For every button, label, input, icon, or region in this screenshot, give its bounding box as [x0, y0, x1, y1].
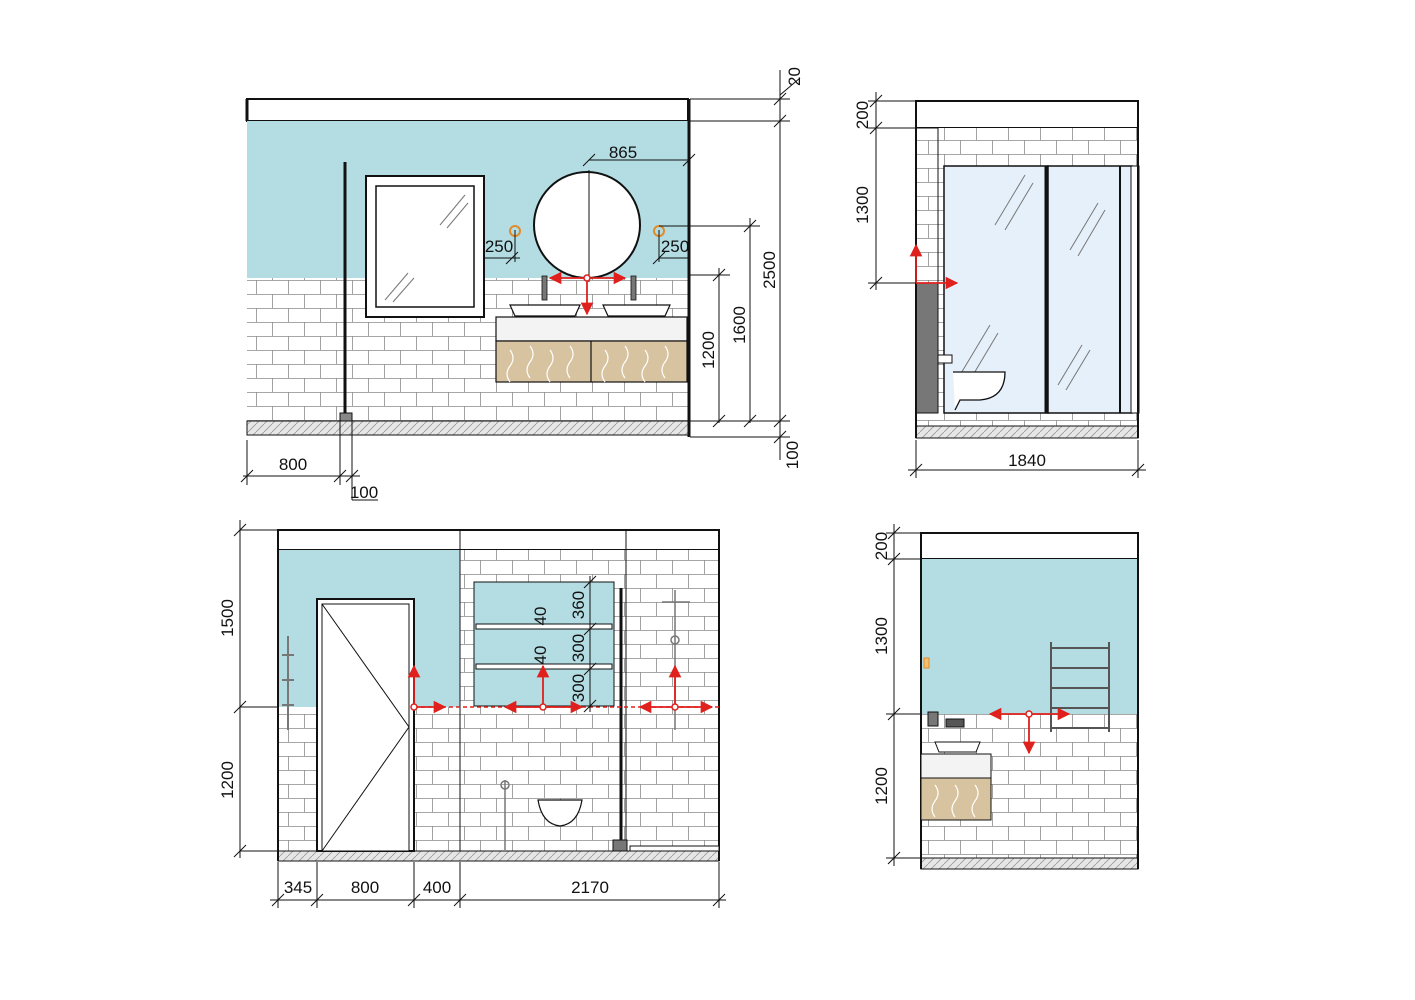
dim-seg-4: 2170 — [571, 878, 609, 897]
elevation-b: 200 1300 1840 — [853, 92, 1146, 478]
dim-shelf-low: 300 — [569, 674, 588, 702]
dim-d-ceiling: 200 — [872, 532, 891, 560]
dim-lamp-right: 250 — [661, 237, 689, 256]
dim-shower-width: 800 — [279, 455, 307, 474]
shower-drain — [339, 412, 353, 422]
dim-floor: 100 — [783, 441, 802, 469]
dim-b-glass: 1300 — [853, 186, 872, 224]
glass-right — [1047, 165, 1133, 414]
dim-c-upper: 1500 — [218, 599, 237, 637]
vanity-counter-d — [920, 753, 992, 779]
dim-shelf-top: 360 — [569, 591, 588, 619]
ceiling-band — [246, 98, 689, 122]
dim-total-height: 2500 — [760, 251, 779, 289]
floor-slab — [246, 420, 689, 436]
toilet — [953, 371, 1006, 411]
dim-b-length: 1840 — [1008, 451, 1046, 470]
dim-seg-2: 800 — [351, 878, 379, 897]
round-mirror — [533, 171, 641, 279]
dim-d-upper: 1300 — [872, 617, 891, 655]
elevation-c: 1500 1200 360 300 300 40 40 345 800 400 … — [218, 520, 726, 908]
dim-d-lower: 1200 — [872, 767, 891, 805]
basin-right — [602, 304, 671, 317]
door — [316, 598, 415, 852]
dim-seg-3: 400 — [423, 878, 451, 897]
paint-zone-d — [921, 559, 1138, 714]
elevation-d: 200 1300 1200 — [872, 524, 1139, 870]
elevation-a: 865 250 250 20 2500 1600 1200 100 800 10… — [240, 67, 804, 502]
window — [365, 175, 485, 318]
niche — [473, 581, 615, 707]
dim-drain: 100 — [350, 483, 378, 502]
dim-lamp-height: 1600 — [730, 306, 749, 344]
shelf-1 — [475, 623, 613, 630]
vanity-counter — [495, 316, 688, 342]
floor-slab-c — [277, 850, 720, 862]
dim-shelf-thk-2: 40 — [531, 646, 550, 665]
dim-mirror-width: 865 — [609, 143, 637, 162]
floor-slab-b — [915, 425, 1139, 439]
dim-b-ceiling: 200 — [853, 101, 872, 129]
basin-left — [509, 304, 581, 317]
side-wall — [915, 127, 939, 284]
dim-c-lower: 1200 — [218, 761, 237, 799]
dim-shelf-gap: 300 — [569, 634, 588, 662]
dim-ceiling: 20 — [785, 67, 804, 86]
dim-seg-1: 345 — [284, 878, 312, 897]
cistern — [915, 282, 939, 414]
toilet-c — [537, 799, 583, 827]
dim-tile-height: 1200 — [699, 331, 718, 369]
dim-lamp-left: 250 — [485, 237, 513, 256]
dim-shelf-thk-1: 40 — [531, 607, 550, 626]
